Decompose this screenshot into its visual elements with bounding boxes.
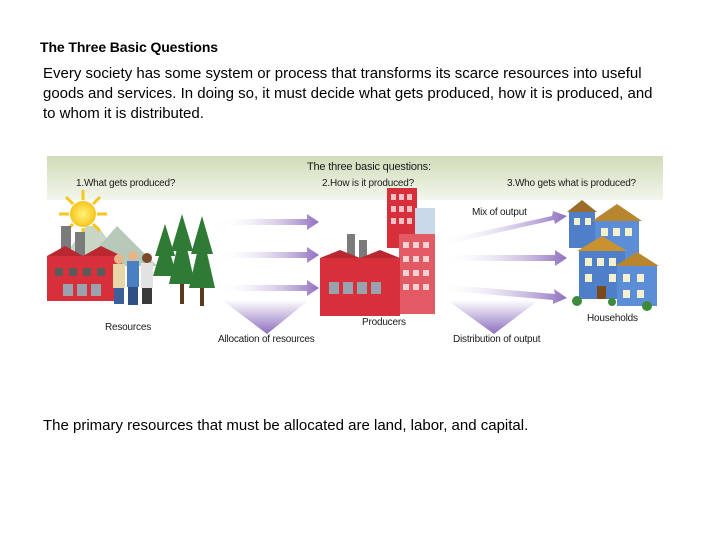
producers-buildings-icon [320,188,435,316]
allocation-funnel [222,300,309,334]
households-label: Households [587,313,638,324]
distribution-funnel [447,300,539,334]
producers-label: Producers [362,317,406,328]
intro-paragraph: Every society has some system or process… [43,65,653,122]
trees-icon [153,214,215,306]
footer-paragraph: The primary resources that must be alloc… [43,417,529,434]
distribution-label: Distribution of output [453,334,541,345]
resource-flow-arrows [217,214,319,296]
households-houses-icon [567,200,659,311]
question-1: 1.What gets produced? [76,178,176,189]
question-3: 3.Who gets what is produced? [507,178,636,189]
question-2: 2.How is it produced? [322,178,414,189]
workers-icon [113,251,153,305]
three-questions-diagram: The three basic questions: 1.What gets p… [47,156,663,352]
diagram-heading: The three basic questions: [307,161,431,173]
resources-factory-icon [47,226,122,301]
output-flow-arrows [437,211,567,304]
mix-of-output-label: Mix of output [472,207,527,218]
resources-label: Resources [105,322,151,333]
diagram-artwork [47,156,663,334]
slide-title: The Three Basic Questions [40,39,218,55]
header-band [47,156,663,200]
allocation-label: Allocation of resources [218,334,315,345]
